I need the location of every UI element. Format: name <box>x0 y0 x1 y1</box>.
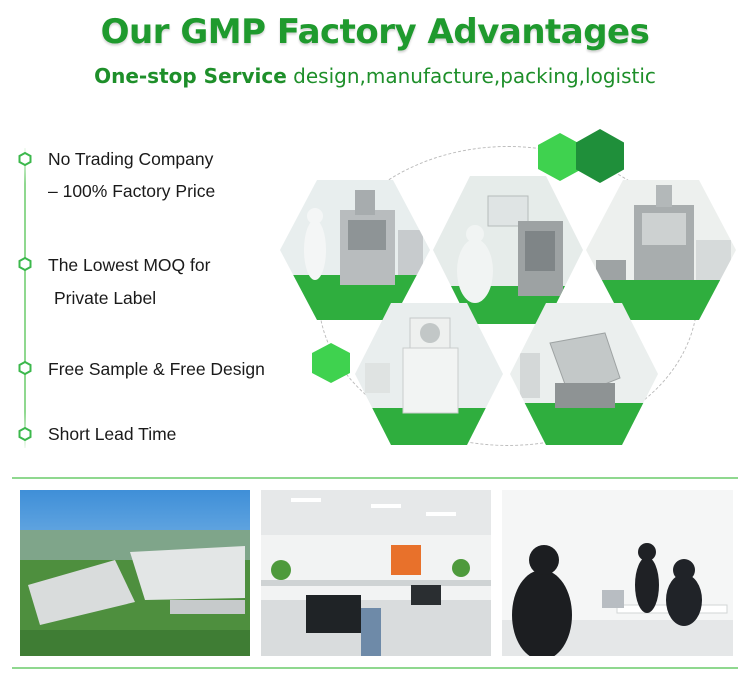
feature-lowest-moq: The Lowest MOQ for <box>48 255 211 275</box>
feature-no-trading-company: No Trading Company <box>48 149 214 169</box>
hex-photo-capsule-machine <box>586 180 736 320</box>
green-hexagon-decoration <box>312 343 350 383</box>
page-title: Our GMP Factory Advantages <box>100 12 650 52</box>
subtitle-services: design,manufacture,packing,logistic <box>286 64 656 88</box>
photo-factory-aerial <box>20 490 250 656</box>
hex-photo-mixer <box>510 303 658 445</box>
photo-team-meeting <box>502 490 733 656</box>
hexagon-bullet-icon <box>18 152 32 166</box>
divider-line <box>12 667 738 669</box>
green-hexagon-decoration <box>538 133 582 181</box>
page-subtitle: One-stop Service design,manufacture,pack… <box>0 64 750 88</box>
feature-list-line <box>24 148 26 448</box>
photo-office-workspace <box>261 490 491 656</box>
subtitle-emphasis: One-stop Service <box>94 64 287 88</box>
feature-short-lead-time: Short Lead Time <box>48 424 177 444</box>
feature-free-sample-design: Free Sample & Free Design <box>48 359 265 379</box>
hex-photo-cleanroom-worker <box>280 180 430 320</box>
hex-photo-packing-machine <box>433 176 583 324</box>
feature-factory-price: – 100% Factory Price <box>48 181 216 201</box>
dark-green-hexagon-decoration <box>576 129 624 183</box>
hex-photo-tablet-press <box>355 303 503 445</box>
hexagon-bullet-icon <box>18 361 32 375</box>
hexagon-bullet-icon <box>18 257 32 271</box>
feature-private-label: Private Label <box>54 288 157 308</box>
hexagon-bullet-icon <box>18 427 32 441</box>
divider-line <box>12 477 738 479</box>
